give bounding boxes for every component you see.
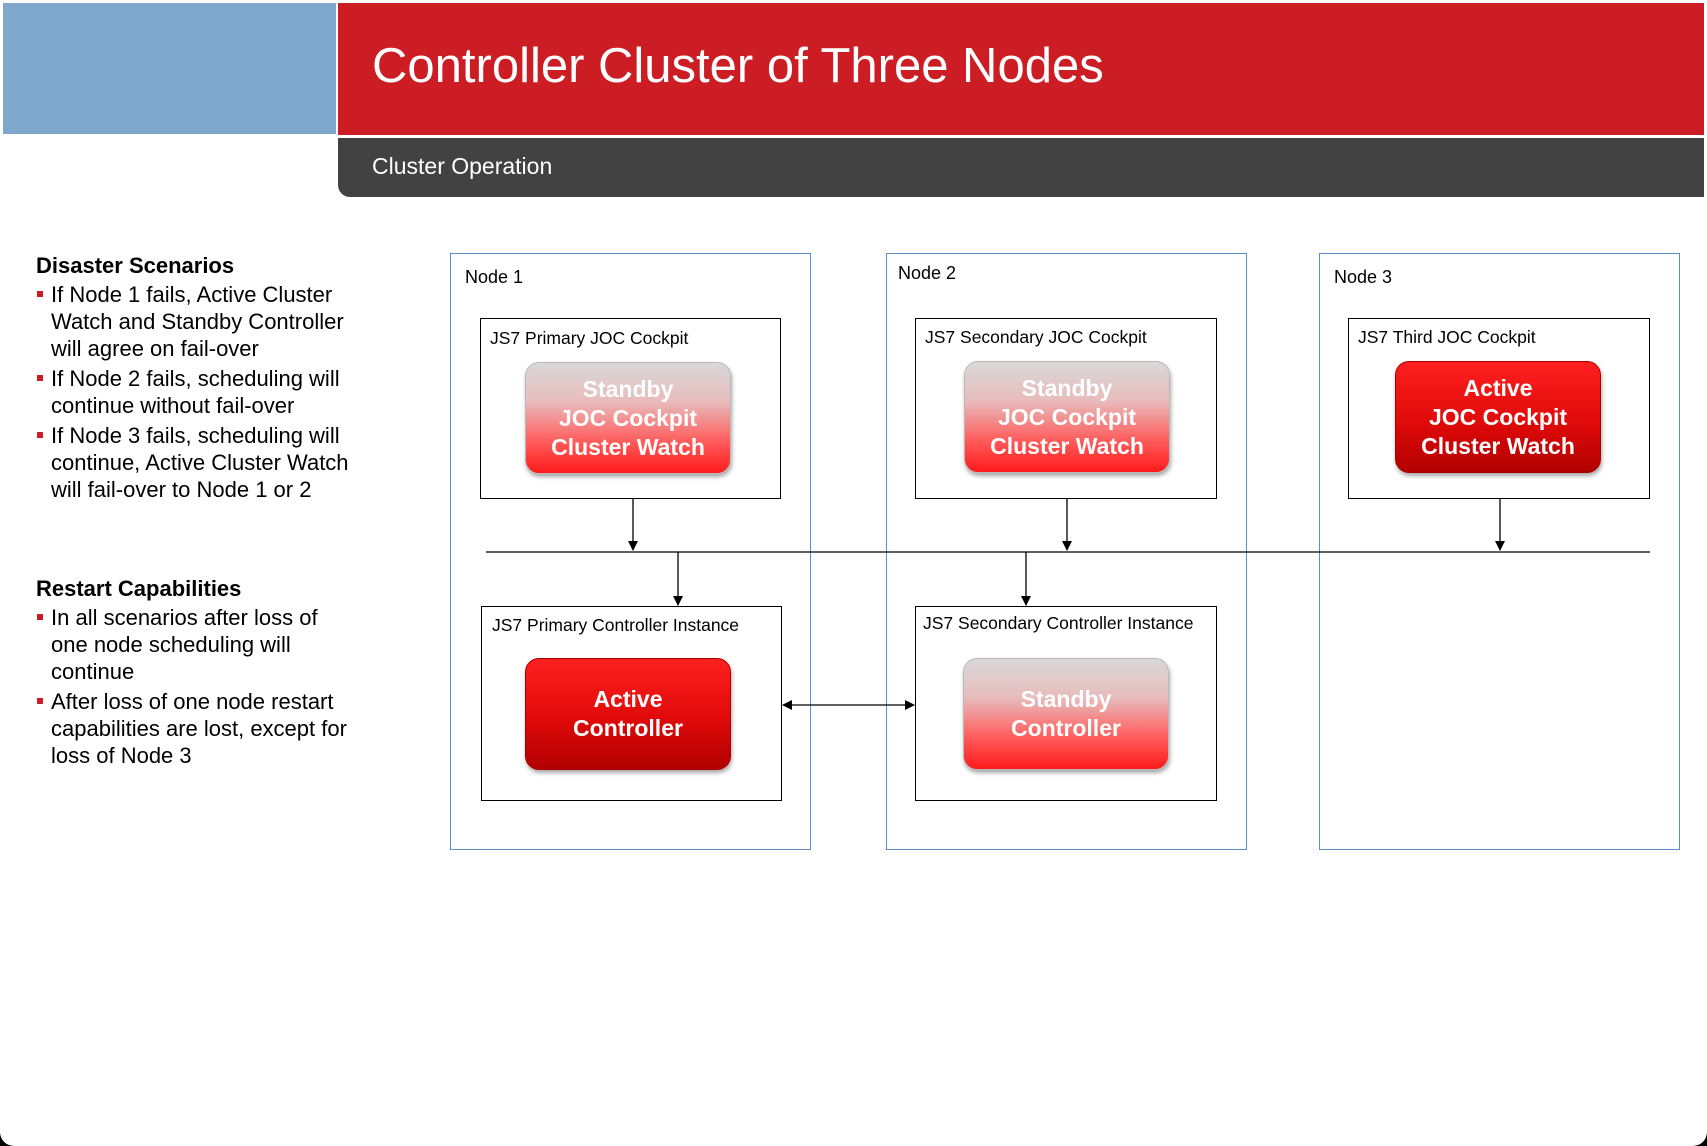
page-subtitle: Cluster Operation (372, 153, 553, 179)
node-2-controller-label: JS7 Secondary Controller Instance (923, 613, 1194, 633)
node-1-cockpit-status: Standby JOC Cockpit Cluster Watch (525, 362, 731, 474)
restart-capabilities-section: Restart Capabilities In all scenarios af… (36, 576, 376, 772)
node-2-label: Node 2 (898, 263, 957, 283)
bullet-icon (37, 614, 43, 620)
node-1-controller-status: Active Controller (525, 658, 731, 770)
bullet-icon (37, 375, 43, 381)
node-2-cockpit-status: Standby JOC Cockpit Cluster Watch (964, 361, 1170, 473)
bullet-icon (37, 432, 43, 438)
disaster-scenarios-heading: Disaster Scenarios (36, 253, 235, 278)
node-2-controller-status: Standby Controller (963, 658, 1169, 770)
header-accent-block (3, 3, 336, 134)
node-3-cockpit-label: JS7 Third JOC Cockpit (1358, 327, 1536, 347)
page-title: Controller Cluster of Three Nodes (372, 39, 1104, 93)
node-3-label: Node 3 (1334, 267, 1393, 287)
bullet-icon (37, 291, 43, 297)
title-bar (338, 3, 1704, 135)
node-3-cockpit-status: Active JOC Cockpit Cluster Watch (1395, 361, 1601, 473)
subtitle-bar (338, 138, 1704, 197)
node-1-label: Node 1 (465, 267, 524, 287)
node-1-controller-label: JS7 Primary Controller Instance (492, 615, 740, 635)
bullet-icon (37, 698, 43, 704)
node-2-cockpit-label: JS7 Secondary JOC Cockpit (925, 327, 1147, 347)
node-1-cockpit-label: JS7 Primary JOC Cockpit (490, 328, 689, 348)
disaster-scenarios-section: Disaster Scenarios If Node 1 fails, Acti… (36, 253, 376, 506)
restart-capabilities-heading: Restart Capabilities (36, 576, 242, 601)
